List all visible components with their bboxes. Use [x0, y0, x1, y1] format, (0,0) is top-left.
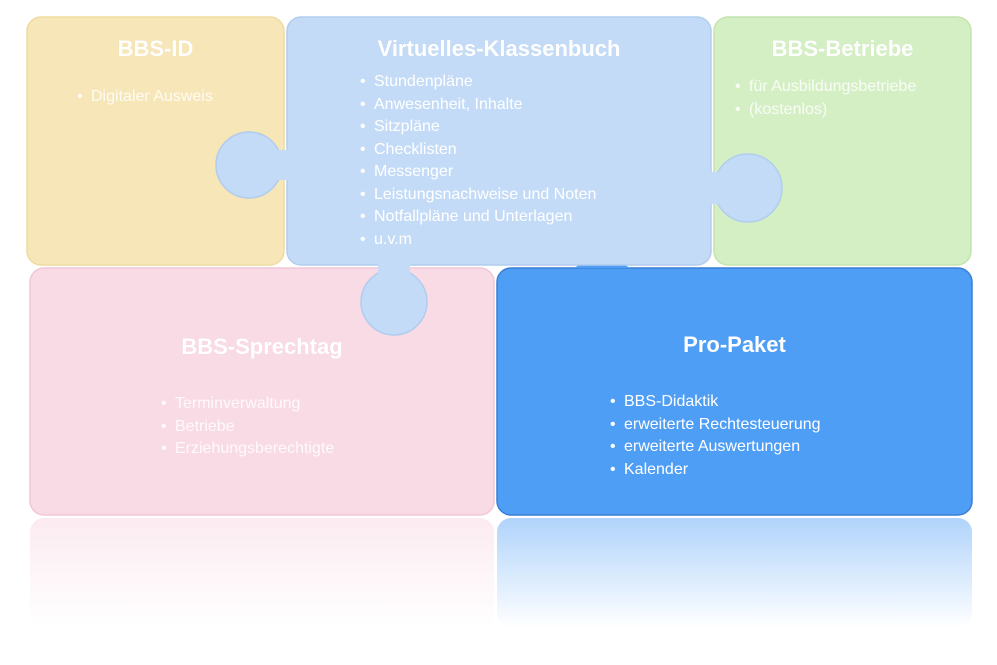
list-item: Notfallpläne und Unterlagen [360, 206, 711, 229]
bbs-sprechtag-list: Terminverwaltung Betriebe Erziehungsbere… [161, 393, 494, 461]
klassenbuch-title: Virtuelles-Klassenbuch [377, 36, 621, 61]
list-item: Digitaler Ausweis [77, 86, 284, 109]
bbs-id-content: BBS-ID Digitaler Ausweis [27, 36, 284, 109]
pro-paket-content: Pro-Paket BBS-Didaktik erweiterte Rechte… [497, 332, 972, 481]
list-item: Checklisten [360, 139, 711, 162]
klassenbuch-list: Stundenpläne Anwesenheit, Inhalte Sitzpl… [360, 71, 711, 251]
list-item: BBS-Didaktik [610, 391, 972, 414]
bbs-betriebe-list: für Ausbildungsbetriebe (kostenlos) [735, 76, 971, 121]
list-item: Messenger [360, 161, 711, 184]
bbs-id-title: BBS-ID [117, 36, 194, 61]
list-item: Stundenpläne [360, 71, 711, 94]
list-item: u.v.m [360, 229, 711, 252]
bbs-sprechtag-content: BBS-Sprechtag Terminverwaltung Betriebe … [30, 334, 494, 461]
list-item: Kalender [610, 459, 972, 482]
bbs-sprechtag-title: BBS-Sprechtag [181, 334, 343, 359]
bbs-id-list: Digitaler Ausweis [77, 86, 284, 109]
list-item: Terminverwaltung [161, 393, 494, 416]
pro-paket-title: Pro-Paket [683, 332, 786, 357]
bbs-betriebe-title: BBS-Betriebe [771, 36, 914, 61]
list-item: Erziehungsberechtigte [161, 438, 494, 461]
list-item-continuation: (kostenlos) [735, 99, 971, 122]
list-item: erweiterte Rechtesteuerung [610, 414, 972, 437]
pro-paket-list: BBS-Didaktik erweiterte Rechtesteuerung … [610, 391, 972, 481]
bbs-betriebe-content: BBS-Betriebe für Ausbildungsbetriebe (ko… [714, 36, 971, 121]
bbs-id-piece [26, 16, 285, 266]
list-item: Leistungsnachweise und Noten [360, 184, 711, 207]
list-item: Betriebe [161, 416, 494, 439]
list-item: Sitzpläne [360, 116, 711, 139]
sprechtag-reflection [30, 518, 494, 628]
list-item: erweiterte Auswertungen [610, 436, 972, 459]
list-item: Anwesenheit, Inhalte [360, 94, 711, 117]
klassenbuch-content: Virtuelles-Klassenbuch Stundenpläne Anwe… [287, 36, 711, 251]
propaket-reflection [497, 518, 972, 628]
list-item: für Ausbildungsbetriebe [735, 76, 971, 99]
list-item-text: (kostenlos) [749, 100, 828, 118]
